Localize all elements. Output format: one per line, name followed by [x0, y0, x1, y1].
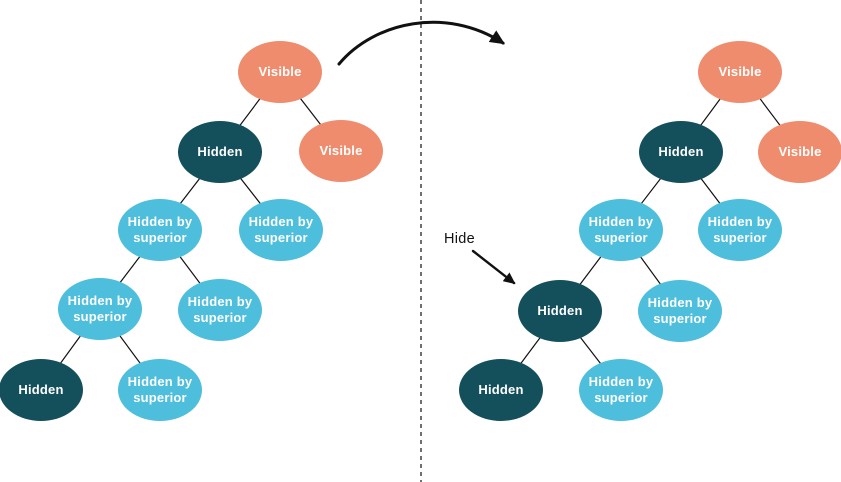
left-tree-node-l3b-hidden_by_superior: Hidden by superior: [239, 199, 323, 261]
left-tree-node-l5b-hidden_by_superior: Hidden by superior: [118, 359, 202, 421]
hide-annotation-label: Hide: [444, 231, 476, 247]
left-tree-node-l4b-hidden_by_superior: Hidden by superior: [178, 279, 262, 341]
left-tree-node-l4a-hidden_by_superior: Hidden by superior: [58, 278, 142, 340]
hide-arrow: [471, 249, 516, 285]
left-tree-node-l2a-hidden: Hidden: [178, 121, 262, 183]
right-tree-node-r2a-hidden: Hidden: [639, 121, 723, 183]
right-tree-node-r3a-hidden_by_superior: Hidden by superior: [579, 199, 663, 261]
left-tree-node-l5a-hidden: Hidden: [0, 359, 83, 421]
right-tree-node-r4b-hidden_by_superior: Hidden by superior: [638, 280, 722, 342]
left-tree-node-l1-visible: Visible: [238, 41, 322, 103]
right-tree-node-r3b-hidden_by_superior: Hidden by superior: [698, 199, 782, 261]
left-tree-node-l3a-hidden_by_superior: Hidden by superior: [118, 199, 202, 261]
left-tree-node-l2b-visible: Visible: [299, 120, 383, 182]
right-tree-node-r5b-hidden_by_superior: Hidden by superior: [579, 359, 663, 421]
right-tree-node-r1-visible: Visible: [698, 41, 782, 103]
right-tree-node-r5a-hidden: Hidden: [459, 359, 543, 421]
transition-arrow: [337, 20, 506, 66]
right-tree-node-r4a-hidden: Hidden: [518, 280, 602, 342]
right-tree-node-r2b-visible: Visible: [758, 121, 841, 183]
